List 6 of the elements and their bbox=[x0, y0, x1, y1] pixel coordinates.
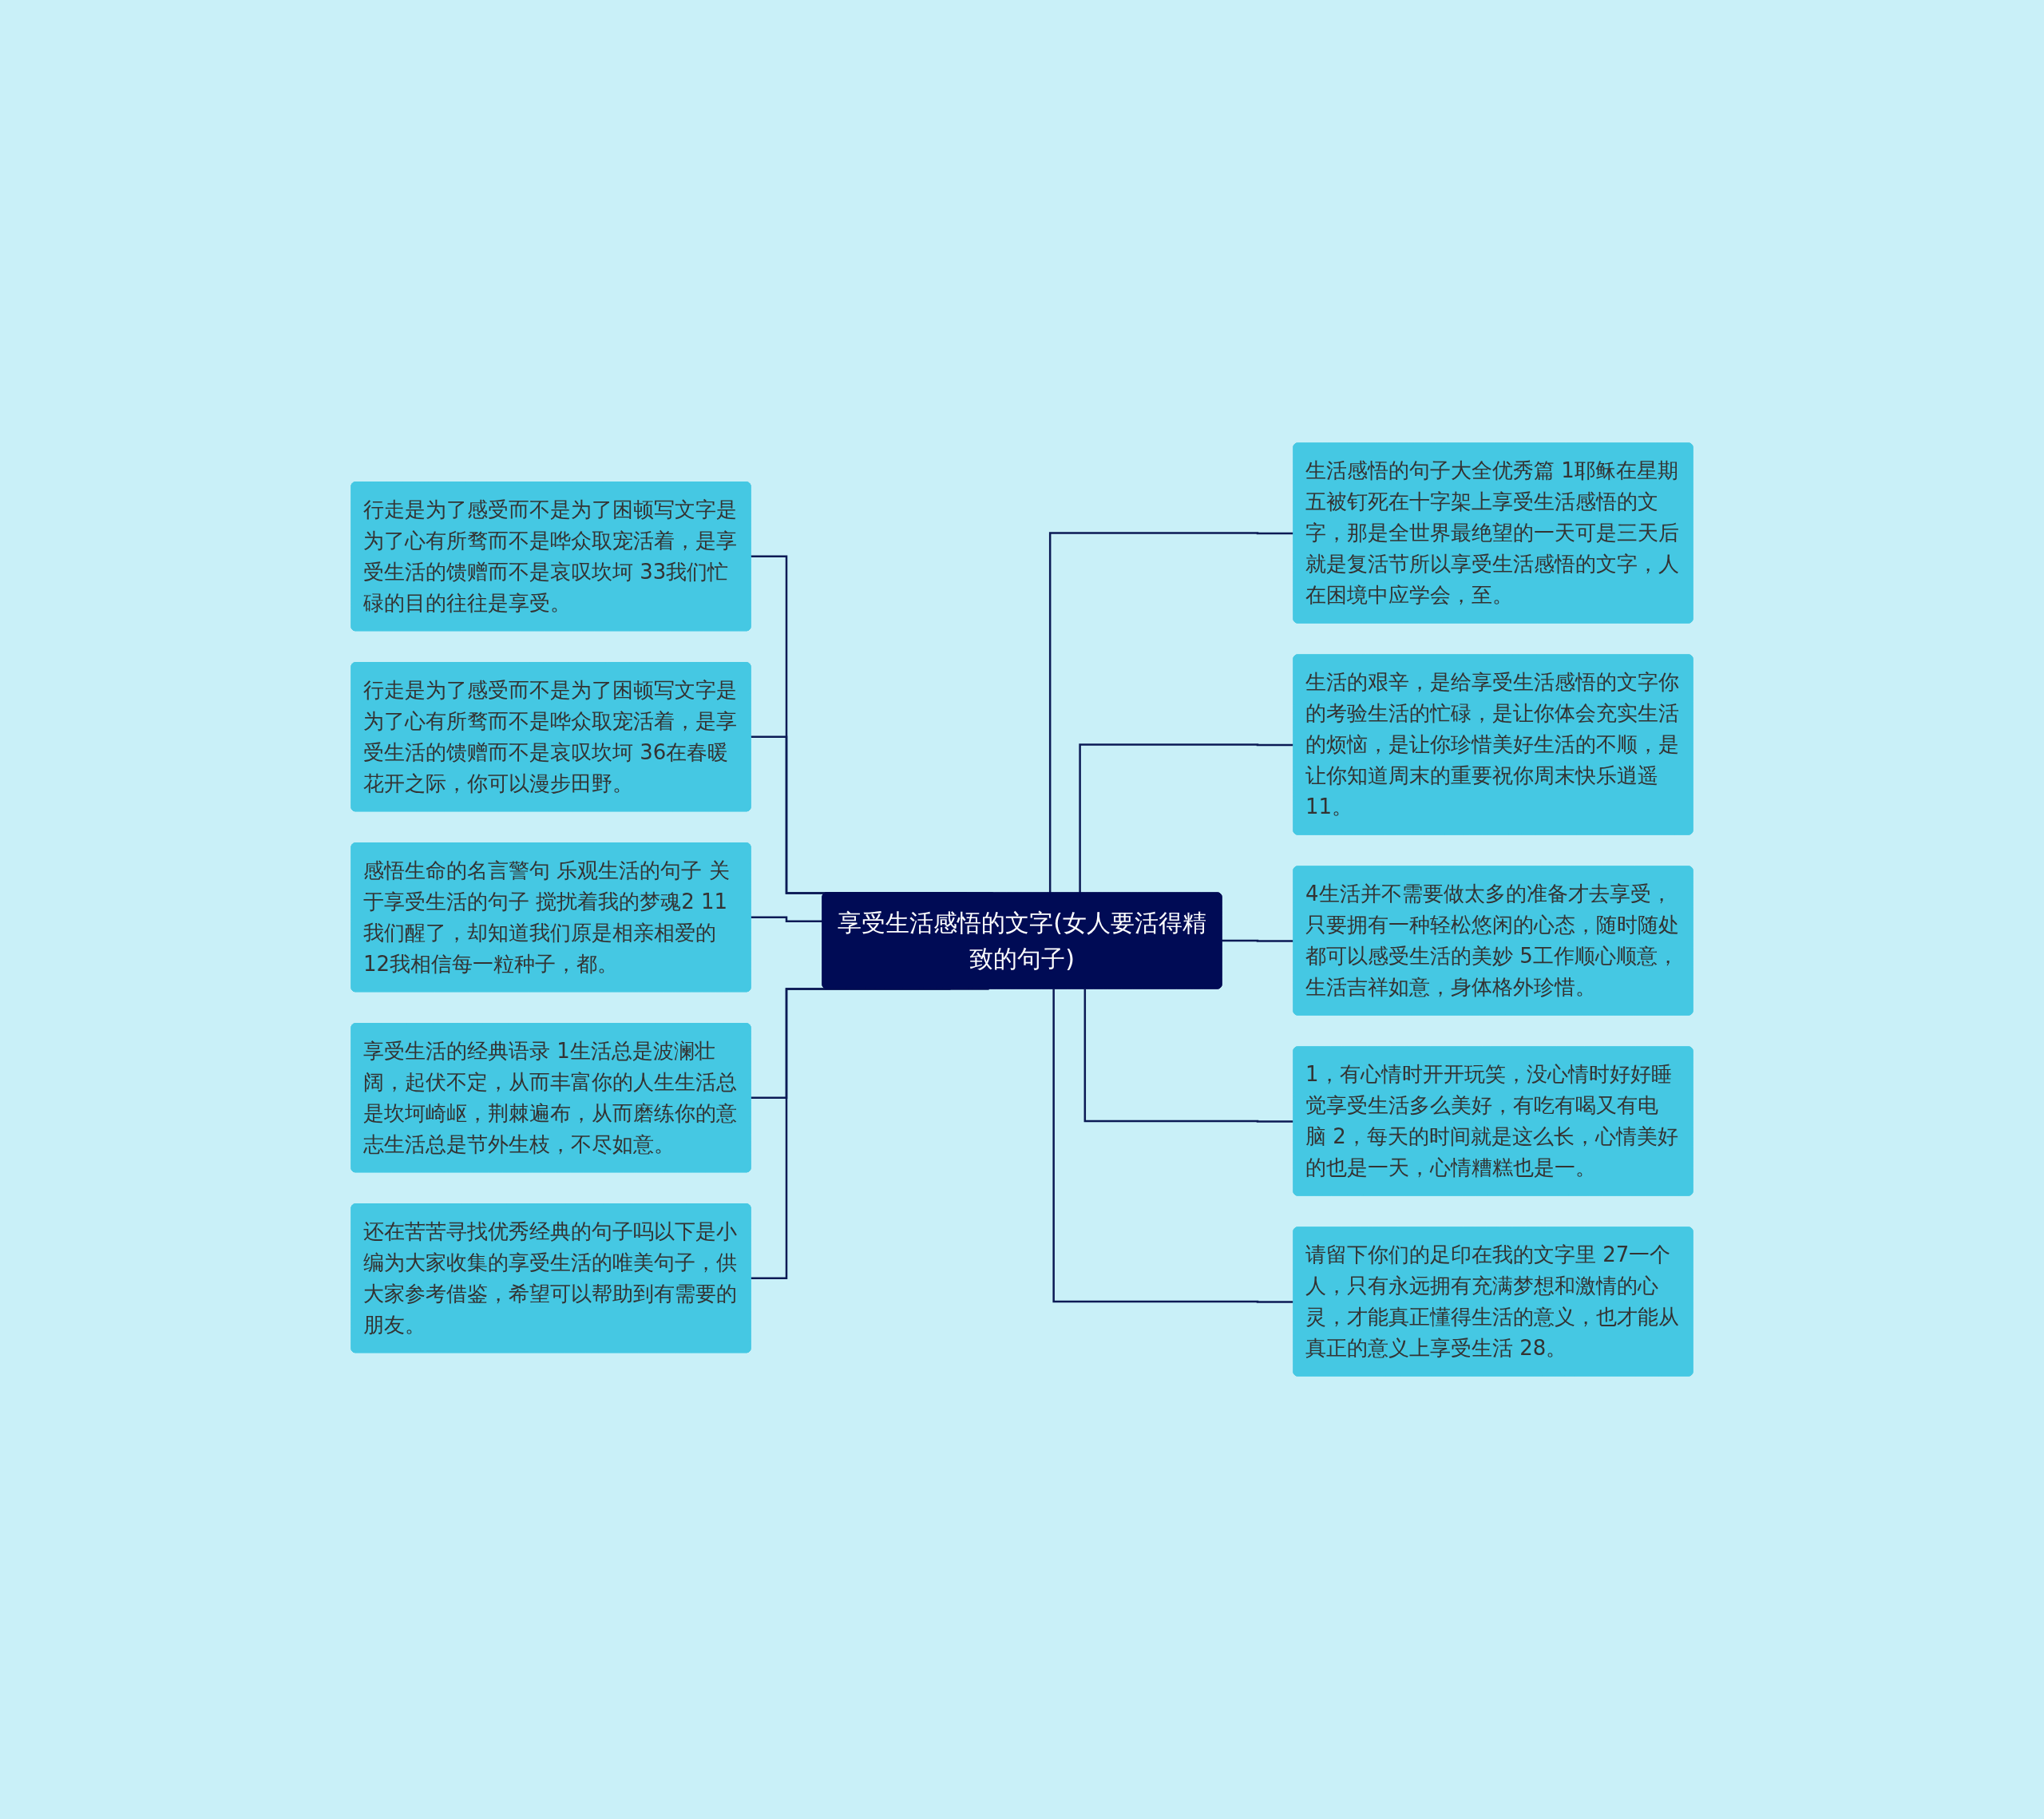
connector bbox=[1221, 939, 1294, 942]
connector bbox=[1079, 743, 1294, 894]
connector bbox=[750, 916, 823, 922]
connector bbox=[1052, 989, 1294, 1303]
connector bbox=[1083, 989, 1294, 1123]
connector bbox=[1048, 532, 1294, 894]
